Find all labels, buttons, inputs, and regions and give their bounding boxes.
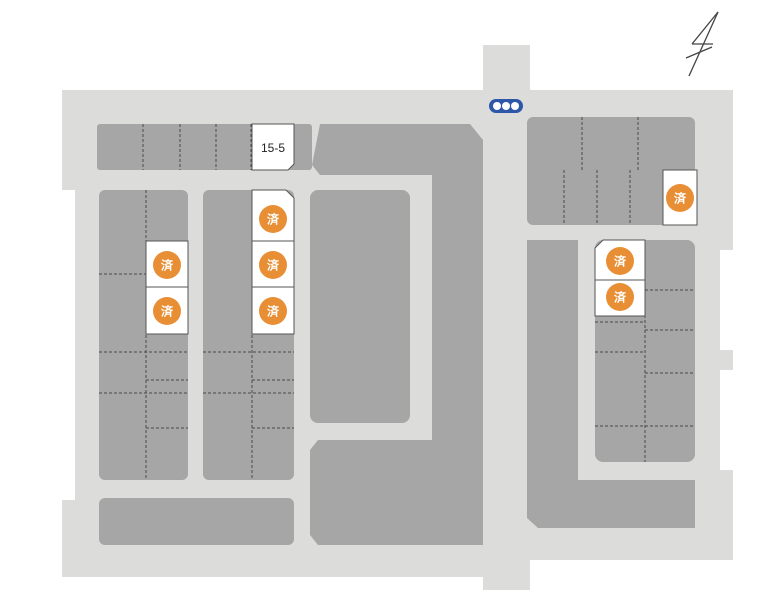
- block-east-l: [527, 240, 695, 528]
- svg-text:済: 済: [161, 258, 174, 273]
- lot-col2-c: [251, 286, 295, 335]
- road-edge-notches: [62, 190, 743, 560]
- block-center: [310, 190, 410, 423]
- svg-text:済: 済: [267, 212, 280, 227]
- block-bottom: [99, 498, 294, 545]
- sold-badges: 済 済 済 済 済 済 済 済: [153, 184, 694, 325]
- lot-col2-b: [251, 240, 295, 288]
- lot-15-5: [251, 123, 295, 171]
- block-col-1: [99, 190, 188, 480]
- lot-dividers: [99, 117, 695, 480]
- sold-badge: 済: [259, 205, 287, 233]
- svg-text:済: 済: [614, 290, 627, 305]
- svg-text:済: 済: [674, 191, 687, 206]
- north-arrow-icon: [685, 11, 719, 77]
- sold-badge: 済: [153, 297, 181, 325]
- sold-badge: 済: [153, 251, 181, 279]
- sold-badge: 済: [606, 283, 634, 311]
- sold-badge: 済: [259, 297, 287, 325]
- sold-badge: 済: [666, 184, 694, 212]
- block-large-l: [310, 124, 483, 545]
- svg-text:済: 済: [267, 258, 280, 273]
- block-east-top: [527, 117, 695, 225]
- lot-15-5-label: 15-5: [261, 141, 285, 155]
- inner-road: [294, 175, 432, 480]
- svg-text:済: 済: [161, 304, 174, 319]
- svg-text:済: 済: [614, 254, 627, 269]
- sold-badge: 済: [606, 247, 634, 275]
- svg-text:済: 済: [267, 304, 280, 319]
- sold-badge: 済: [259, 251, 287, 279]
- traffic-light-icon: [489, 99, 523, 113]
